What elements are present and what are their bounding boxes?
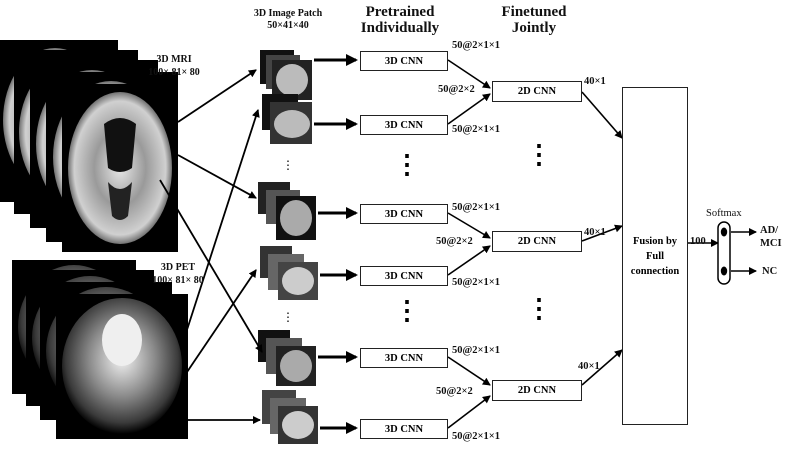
arrow-mri-to-patch-1 [177, 69, 257, 123]
class-ad-line-2: MCI [760, 238, 782, 249]
dim-fusion-out: 100 [690, 236, 706, 247]
dim-out2d-3: 40×1 [578, 361, 600, 372]
cnn3d-box-3: 3D CNN [360, 204, 448, 224]
patch-stack-4 [260, 246, 318, 300]
class-ad-line-1: AD/ [760, 225, 779, 236]
mri-slice-front [62, 84, 178, 252]
fusion-line-3: connection [630, 265, 680, 277]
patch-header: 3D Image Patch 50×41×40 [234, 8, 342, 31]
ellipsis-cnn2d-2: ⋮ [526, 294, 552, 323]
ellipsis-cnn3d-1: ⋮ [394, 150, 420, 179]
pretrained-line-2: Individually [360, 20, 440, 36]
dim-out3d-3: 50@2×1×1 [452, 202, 500, 213]
mri-image-stack [0, 40, 178, 252]
cnn3d-label-2: 3D CNN [384, 119, 424, 131]
cnn2d-box-3: 2D CNN [492, 380, 582, 401]
softmax-node-icon [717, 221, 731, 285]
ellipsis-patch-2: ⋮ [282, 310, 294, 324]
dim-out3d-6: 50@2×1×1 [452, 431, 500, 442]
pretrained-header: Pretrained Individually [348, 4, 452, 36]
finetuned-line-2: Jointly [511, 20, 557, 36]
arrow-mri-to-patch-2 [177, 154, 257, 199]
arrow-cnn2d3-to-fusion [581, 349, 623, 386]
class-ad-label: AD/ MCI [760, 224, 782, 250]
dim-out3d-5: 50@2×1×1 [452, 345, 500, 356]
arrow-cnn3d3-to-cnn2d2 [447, 212, 491, 239]
dim-in2d-1: 50@2×2 [438, 84, 475, 95]
cnn3d-label-5: 3D CNN [384, 352, 424, 364]
dim-out3d-1: 50@2×1×1 [452, 40, 500, 51]
ellipsis-patch-1: ⋮ [282, 158, 294, 172]
cnn3d-box-4: 3D CNN [360, 266, 448, 286]
cnn3d-label-1: 3D CNN [384, 55, 424, 67]
patch-stack-6 [262, 390, 318, 444]
fusion-box: Fusion by Full connection [622, 87, 688, 425]
cnn3d-box-5: 3D CNN [360, 348, 448, 368]
cnn2d-box-1: 2D CNN [492, 81, 582, 102]
patch-header-title: 3D Image Patch [253, 8, 323, 19]
dim-in2d-3: 50@2×2 [436, 386, 473, 397]
pet-label: 3D PET 100× 81× 80 [136, 262, 220, 286]
arrow-cnn3d2-to-cnn2d1 [447, 93, 491, 125]
patch-stack-5 [258, 330, 316, 386]
mri-size: 100× 81× 80 [148, 67, 200, 78]
fusion-line-1: Fusion by [632, 235, 678, 247]
arrow-cnn2d2-to-fusion [581, 224, 623, 242]
ellipsis-cnn3d-2: ⋮ [394, 296, 420, 325]
dim-in2d-2: 50@2×2 [436, 236, 473, 247]
arrow-pet-to-patch-1 [184, 109, 260, 337]
cnn3d-label-4: 3D CNN [384, 270, 424, 282]
dim-out2d-2: 40×1 [584, 227, 606, 238]
arrow-cnn3d1-to-cnn2d1 [447, 59, 491, 89]
softmax-title: Softmax [706, 208, 742, 219]
finetuned-line-1: Finetuned [501, 4, 567, 20]
mri-label: 3D MRI 100× 81× 80 [132, 54, 216, 78]
patch-stack-2 [262, 94, 312, 144]
cnn3d-box-2: 3D CNN [360, 115, 448, 135]
patch-stack-3 [258, 182, 316, 240]
dim-out3d-2: 50@2×1×1 [452, 124, 500, 135]
cnn2d-label-1: 2D CNN [517, 86, 557, 97]
arrow-pet-to-patch-2 [184, 269, 257, 376]
arrow-cnn2d1-to-fusion [581, 91, 623, 139]
patch-header-size: 50×41×40 [267, 20, 309, 31]
cnn3d-box-1: 3D CNN [360, 51, 448, 71]
arrow-mri-to-patch-3 [159, 179, 263, 353]
pet-slice-front [56, 294, 188, 439]
mri-title: 3D MRI [156, 54, 192, 65]
cnn3d-label-3: 3D CNN [384, 208, 424, 220]
cnn2d-box-2: 2D CNN [492, 231, 582, 252]
patch-stack-1 [260, 50, 312, 100]
cnn2d-label-2: 2D CNN [517, 236, 557, 247]
cnn3d-box-6: 3D CNN [360, 419, 448, 439]
arrow-cnn3d6-to-cnn2d3 [447, 395, 491, 429]
dim-out2d-1: 40×1 [584, 76, 606, 87]
dim-out3d-4: 50@2×1×1 [452, 277, 500, 288]
cnn2d-label-3: 2D CNN [517, 385, 557, 396]
arrow-cnn3d5-to-cnn2d3 [447, 356, 491, 386]
pet-image-stack [12, 260, 188, 439]
fusion-line-2: Full [645, 250, 665, 262]
pet-size: 100× 81× 80 [152, 275, 204, 286]
finetuned-header: Finetuned Jointly [486, 4, 582, 36]
pet-title: 3D PET [160, 262, 196, 273]
ellipsis-cnn2d-1: ⋮ [526, 140, 552, 169]
cnn3d-label-6: 3D CNN [384, 423, 424, 435]
arrow-cnn3d4-to-cnn2d2 [447, 245, 491, 276]
pretrained-line-1: Pretrained [365, 4, 435, 20]
class-nc-label: NC [762, 266, 778, 277]
